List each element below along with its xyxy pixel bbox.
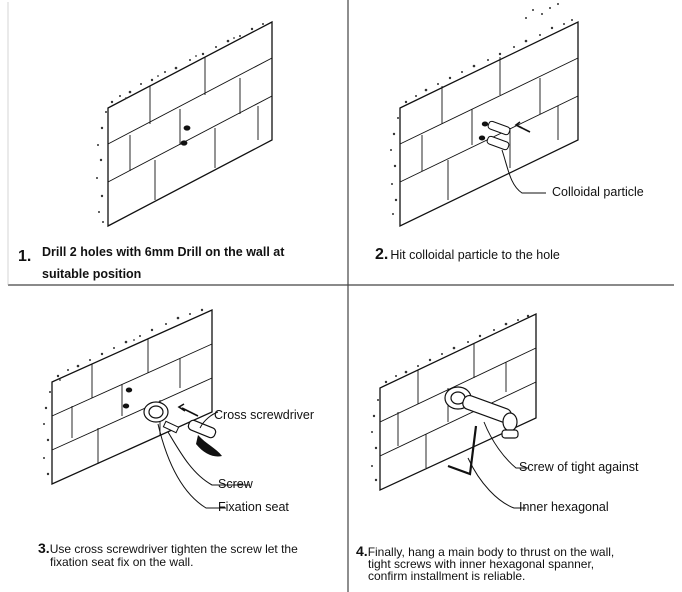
callout-fixation-seat: Fixation seat <box>218 500 289 514</box>
step2-caption: 2.Hit colloidal particle to the hole <box>375 247 675 263</box>
step4-text-line3: confirm installment is reliable. <box>368 569 526 583</box>
step3-text-line1: Use cross screwdriver tighten the screw … <box>49 542 298 556</box>
step3-caption: 3.Use cross screwdriver tighten the scre… <box>38 540 348 569</box>
step3-text-line2: fixation seat fix on the wall. <box>50 555 194 569</box>
step1-text-line1: Drill 2 holes with 6mm Drill on the wall… <box>42 245 285 259</box>
step3-number: 3. <box>38 540 50 556</box>
step4-text-line2: tight screws with inner hexagonal spanne… <box>368 557 595 571</box>
step1-wall-illustration <box>96 20 273 228</box>
step4-text-line1: Finally, hang a main body to thrust on t… <box>367 545 615 559</box>
step2-number: 2. <box>375 246 389 263</box>
step1-number: 1. <box>18 248 32 265</box>
callout-screw-of-tight-against: Screw of tight against <box>519 460 639 474</box>
callout-screw: Screw <box>218 477 253 491</box>
callout-colloidal-particle: Colloidal particle <box>552 185 644 199</box>
callout-cross-screwdriver: Cross screwdriver <box>214 408 315 422</box>
step4-wall-illustration <box>371 312 537 509</box>
step4-caption: 4.Finally, hang a main body to thrust on… <box>356 543 678 583</box>
step4-number: 4. <box>356 543 368 559</box>
step3-wall-illustration <box>43 308 250 509</box>
step1-text-line2: suitable position <box>42 267 142 281</box>
callout-inner-hexagonal: Inner hexagonal <box>519 500 609 514</box>
step2-text: Hit colloidal particle to the hole <box>390 248 560 262</box>
step2-wall-illustration <box>390 3 579 228</box>
